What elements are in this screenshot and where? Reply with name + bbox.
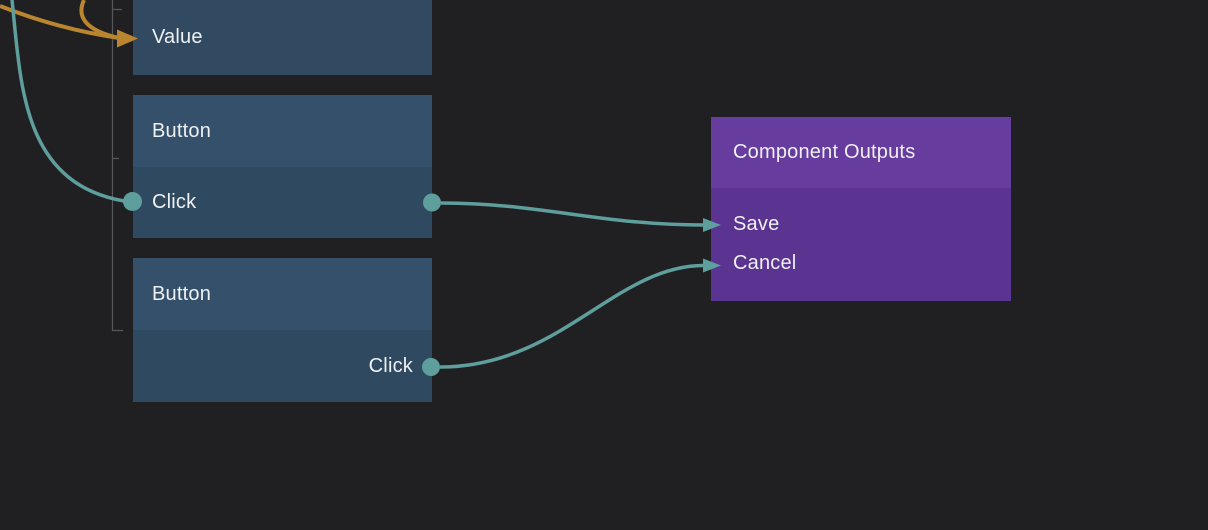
port-label-click-1: Click [152, 191, 197, 213]
connection-teal-top-to-click-1[interactable] [10, 0, 125, 203]
node-title-button-1: Button [152, 119, 212, 142]
connection-teal-click-1-to-save[interactable] [440, 201, 704, 227]
node-title-button-2: Button [152, 282, 212, 305]
guide-bracket-line [111, 0, 123, 332]
node-value-partial[interactable]: Value [133, 0, 432, 75]
port-row-save[interactable]: Save [711, 205, 1011, 244]
port-label-cancel: Cancel [733, 252, 797, 274]
node-header-component-outputs[interactable]: Component Outputs [711, 117, 1011, 188]
node-button-1[interactable]: Button Click [133, 95, 432, 238]
port-row-click-2[interactable]: Click [133, 330, 432, 402]
connection-teal-click-2-to-cancel[interactable] [439, 263, 704, 369]
node-header-button-2[interactable]: Button [133, 258, 432, 330]
connection-orange-left-to-value[interactable] [0, 4, 120, 40]
port-label-save: Save [733, 213, 780, 235]
port-label-click-2: Click [368, 354, 413, 377]
node-header-button-1[interactable]: Button [133, 95, 432, 167]
node-button-2[interactable]: Button Click [133, 258, 432, 402]
port-row-value[interactable]: Value [133, 0, 432, 75]
port-label-value: Value [152, 26, 203, 48]
node-component-outputs[interactable]: Component Outputs Save Cancel [711, 117, 1011, 301]
port-row-click-1[interactable]: Click [133, 167, 432, 238]
connection-orange-top-to-value[interactable] [79, 0, 120, 40]
node-title-component-outputs: Component Outputs [733, 141, 916, 163]
port-row-cancel[interactable]: Cancel [711, 244, 1011, 283]
node-body-component-outputs: Save Cancel [711, 188, 1011, 301]
